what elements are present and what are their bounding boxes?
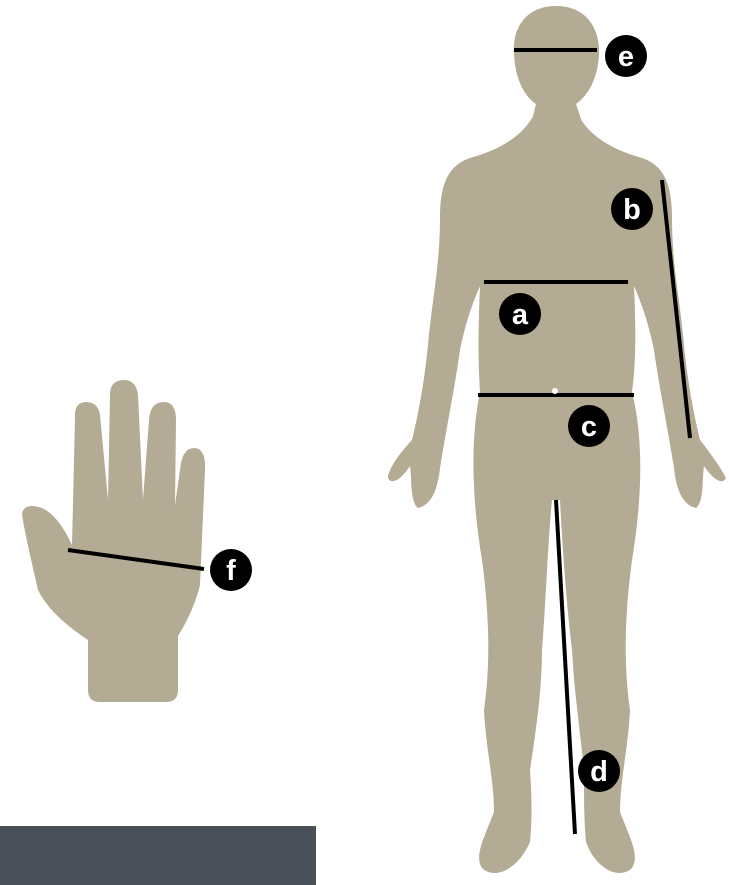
- marker-e-label: e: [618, 41, 634, 73]
- marker-a-label: a: [512, 299, 529, 331]
- hand-silhouette: [22, 380, 205, 702]
- marker-c: c: [568, 405, 610, 447]
- marker-f: f: [210, 549, 252, 591]
- marker-e: e: [605, 35, 647, 77]
- body-silhouette: [388, 6, 726, 873]
- marker-d-label: d: [590, 756, 608, 788]
- marker-c-label: c: [581, 411, 597, 443]
- marker-d: d: [578, 750, 620, 792]
- waist-center-dot: [552, 388, 558, 394]
- footer-bar: [0, 826, 316, 885]
- marker-b-label: b: [623, 194, 641, 226]
- marker-a: a: [499, 293, 541, 335]
- marker-f-label: f: [226, 555, 236, 587]
- marker-b: b: [611, 188, 653, 230]
